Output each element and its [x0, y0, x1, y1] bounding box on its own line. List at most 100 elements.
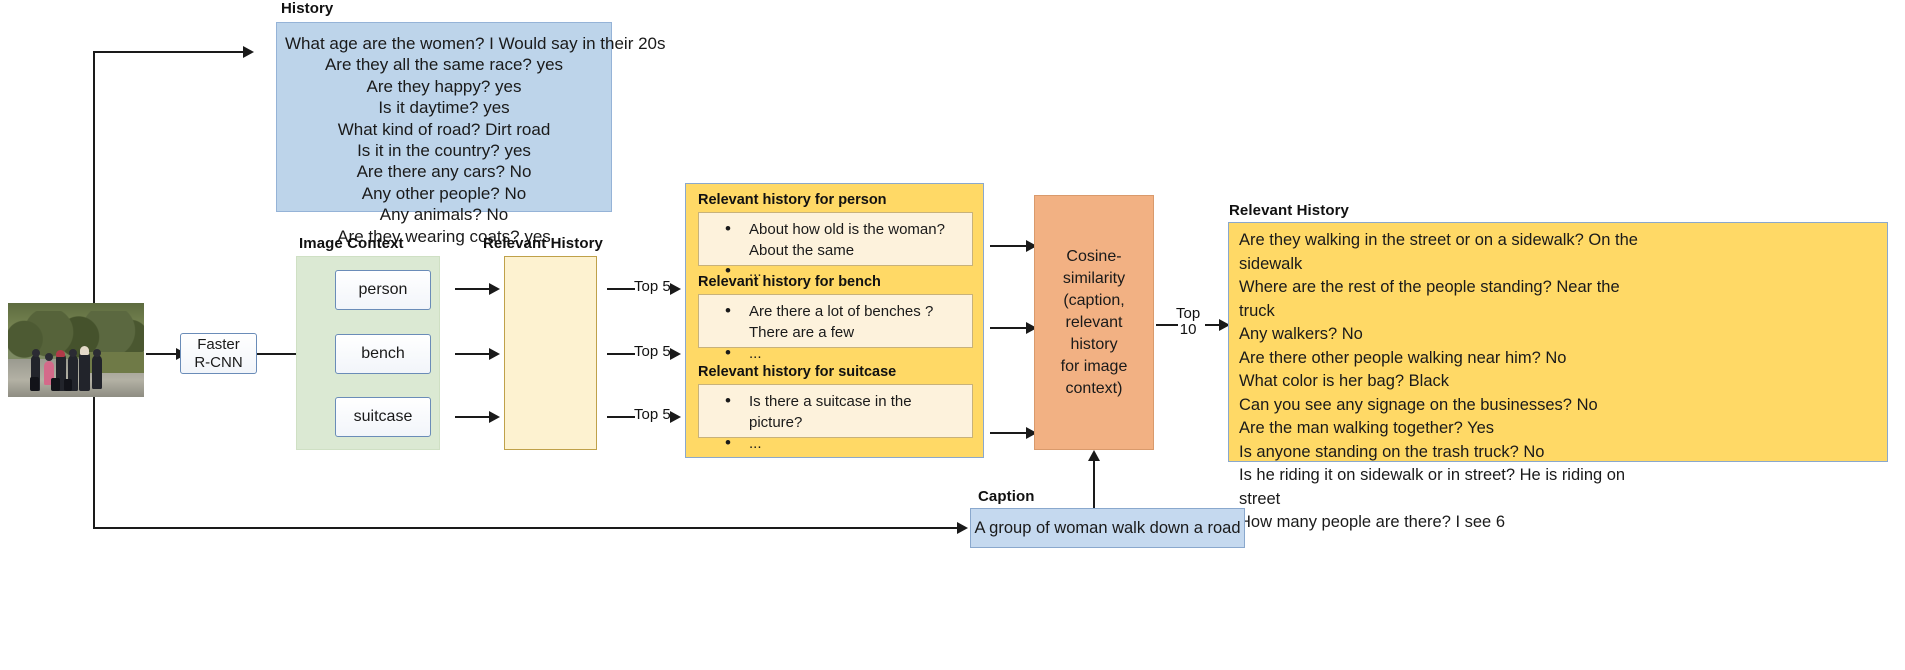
object-box-person[interactable]: person	[335, 270, 431, 310]
arrowhead	[1026, 240, 1037, 252]
output-line: Any walkers? No	[1239, 325, 1363, 343]
top10-line2: 10	[1179, 321, 1197, 338]
bullet-item: ...	[725, 342, 962, 364]
history-line: Any animals? No	[379, 205, 509, 225]
bullet-item: ...	[725, 260, 962, 282]
history-line: Are they wearing coats? yes	[337, 226, 551, 246]
per-object-title-suitcase: Relevant history for suitcase	[698, 364, 897, 380]
arrowhead	[957, 522, 968, 534]
bullet-item: Are there a lot of benches ? There are a…	[725, 300, 962, 343]
relevant-history-label: Relevant History	[483, 235, 603, 252]
loop-image-to-caption-horizontal	[93, 527, 959, 529]
per-object-bullets-bench: Are there a lot of benches ? There are a…	[698, 294, 973, 363]
per-object-history-panel: Relevant history for person About how ol…	[685, 183, 984, 458]
history-label: History	[281, 0, 334, 17]
cosine-line: Cosine-similarity	[1062, 247, 1126, 287]
top5-label-3: Top 5	[634, 406, 671, 423]
object-label: person	[358, 281, 408, 298]
cosine-line: for image	[1060, 357, 1128, 375]
top10-label: Top 10	[1176, 306, 1200, 338]
arrow-suitcase-to-cosine	[990, 432, 1028, 434]
output-line: truck	[1239, 301, 1275, 320]
history-line: Is it in the country? yes	[357, 141, 531, 161]
arrowhead	[243, 46, 254, 58]
per-object-title-person: Relevant history for person	[698, 192, 887, 208]
top10-line1: Top	[1176, 305, 1201, 322]
edge-top5-3	[607, 416, 635, 418]
edge-top10	[1156, 324, 1178, 326]
loop-image-to-history-horizontal	[93, 51, 245, 53]
image-context-label: Image Context	[299, 235, 404, 252]
top5-label-2: Top 5	[634, 343, 671, 360]
object-box-suitcase[interactable]: suitcase	[335, 397, 431, 437]
caption-label: Caption	[978, 488, 1035, 505]
output-line: street	[1239, 489, 1281, 508]
output-line: Are the man walking together? Yes	[1239, 419, 1495, 437]
output-line: Are they walking in the street or on a s…	[1239, 231, 1638, 249]
arrowhead	[1026, 322, 1037, 334]
people-group	[29, 333, 114, 392]
edge-top5-2	[607, 353, 635, 355]
output-line: What color is her bag? Black	[1239, 372, 1450, 390]
arrowhead	[489, 283, 500, 295]
history-line: Are they happy? yes	[366, 76, 522, 96]
arrowhead	[670, 283, 681, 295]
arrowhead	[670, 411, 681, 423]
cosine-text: Cosine-similarity (caption, relevant his…	[1035, 196, 1153, 449]
output-line: Is anyone standing on the trash truck? N…	[1239, 442, 1545, 461]
object-label: bench	[361, 345, 405, 362]
arrowhead	[1026, 427, 1037, 439]
output-line: sidewalk	[1239, 254, 1303, 273]
history-line: Is it daytime? yes	[378, 98, 510, 118]
arrowhead	[489, 411, 500, 423]
loop-image-to-history-vertical	[93, 51, 95, 303]
output-line: Is he riding it on sidewalk or in street…	[1239, 466, 1626, 484]
arrowhead	[1219, 319, 1230, 331]
faster-rcnn-line1: Faster	[197, 335, 240, 353]
output-line: How many people are there? I see 6	[1239, 513, 1505, 531]
output-line: Can you see any signage on the businesse…	[1239, 395, 1598, 414]
edge-top5-1	[607, 288, 635, 290]
per-object-bullets-suitcase: Is there a suitcase in the picture? ...	[698, 384, 973, 453]
cosine-line: context)	[1065, 379, 1123, 397]
faster-rcnn-box: Faster R-CNN	[180, 333, 257, 374]
arrowhead	[489, 348, 500, 360]
faster-rcnn-line2: R-CNN	[194, 353, 243, 371]
history-line: Are there any cars? No	[356, 162, 532, 182]
history-line: Are they all the same race? yes	[324, 55, 564, 75]
bullet-item: ...	[725, 432, 962, 454]
arrow-image-to-model	[146, 353, 178, 355]
history-line: Any other people? No	[361, 183, 527, 203]
arrow-bench-to-cosine	[990, 327, 1028, 329]
cosine-line: relevant history	[1065, 313, 1123, 353]
object-label: suitcase	[353, 408, 413, 425]
input-image	[8, 303, 144, 397]
top5-label-1: Top 5	[634, 278, 671, 295]
relevant-history-output-label: Relevant History	[1229, 202, 1349, 219]
loop-image-to-caption-vertical	[93, 397, 95, 528]
history-line: What kind of road? Dirt road	[337, 119, 551, 139]
cosine-similarity-box: Cosine-similarity (caption, relevant his…	[1034, 195, 1154, 450]
history-lines-container: What age are the women? I Would say in t…	[277, 23, 666, 253]
arrowhead	[670, 348, 681, 360]
arrow-person-to-rh	[455, 288, 491, 290]
bullet-item: About how old is the woman? About the sa…	[725, 218, 962, 261]
caption-box: A group of woman walk down a road	[970, 508, 1245, 548]
arrow-caption-to-cosine	[1093, 458, 1095, 508]
edge-top10-b	[1205, 324, 1221, 326]
output-line: Where are the rest of the people standin…	[1239, 278, 1620, 296]
arrow-suitcase-to-rh	[455, 416, 491, 418]
bullet-item: Is there a suitcase in the picture?	[725, 390, 962, 433]
relevant-history-output-lines: Are they walking in the street or on a s…	[1229, 223, 1887, 541]
per-object-title-bench: Relevant history for bench	[698, 274, 881, 290]
relevant-history-output-box: Are they walking in the street or on a s…	[1228, 222, 1888, 531]
output-line: Are there other people walking near him?…	[1239, 348, 1567, 367]
history-line: What age are the women? I Would say in t…	[285, 34, 666, 53]
history-box: What age are the women? I Would say in t…	[276, 22, 666, 246]
arrow-bench-to-rh	[455, 353, 491, 355]
cosine-line: (caption,	[1063, 291, 1125, 309]
object-box-bench[interactable]: bench	[335, 334, 431, 374]
per-object-bullets-person: About how old is the woman? About the sa…	[698, 212, 973, 281]
image-context-panel: person bench suitcase	[296, 256, 440, 450]
